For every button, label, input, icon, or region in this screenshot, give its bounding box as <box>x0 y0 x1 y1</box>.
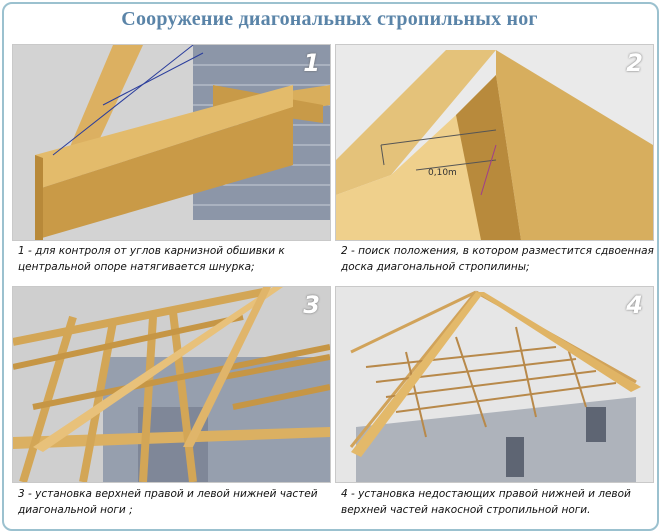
step-1-caption: 1 - для контроля от углов карнизной обши… <box>18 245 285 273</box>
step-2-number: 2 <box>626 49 643 77</box>
step-4-drawing <box>336 287 653 482</box>
measurement-label: 0,10m <box>428 168 457 178</box>
step-4-illustration: 4 <box>335 286 654 483</box>
step-2-caption: 2 - поиск положения, в котором разместит… <box>341 245 654 273</box>
step-3-caption: 3 - установка верхней правой и левой ниж… <box>18 488 318 516</box>
step-3-illustration: 3 <box>12 286 331 483</box>
step-1-number: 1 <box>303 49 320 77</box>
step-4-number: 4 <box>626 291 643 319</box>
step-1-drawing <box>13 45 330 240</box>
step-2-illustration: 0,10m 2 <box>335 44 654 241</box>
step-4-caption: 4 - установка недостающих правой нижней … <box>341 488 631 516</box>
step-3-drawing <box>13 287 330 482</box>
step-2-drawing: 0,10m <box>336 45 653 240</box>
step-3-number: 3 <box>303 291 320 319</box>
step-1-illustration: 1 <box>12 44 331 241</box>
figure-title: Сооружение диагональных стропильных ног <box>121 8 538 30</box>
